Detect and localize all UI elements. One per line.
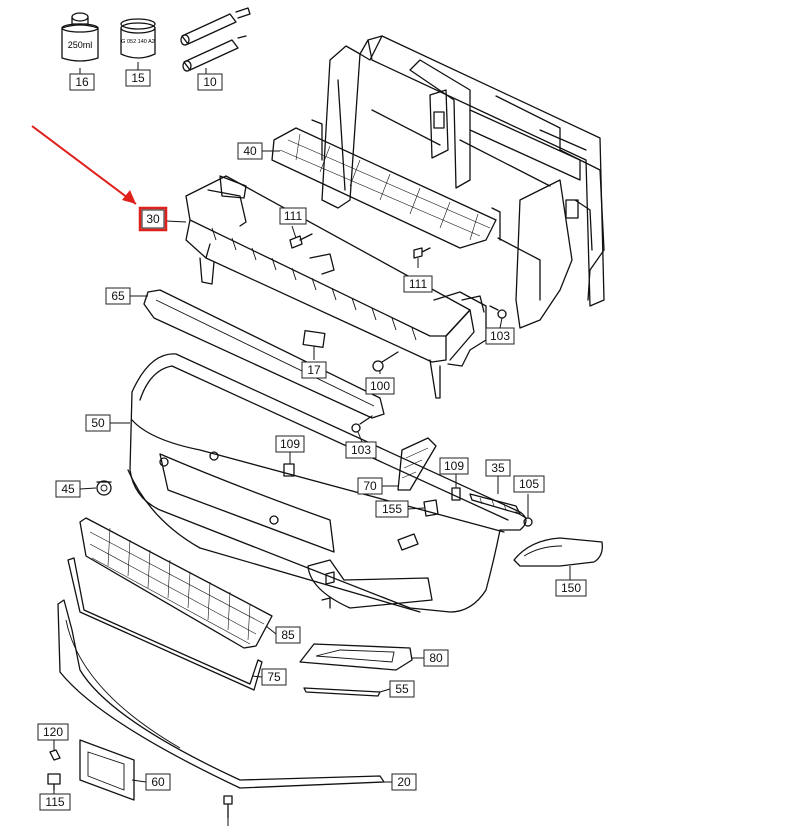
svg-text:75: 75 (267, 670, 281, 684)
license-plate-holder (79, 739, 135, 801)
svg-text:155: 155 (382, 502, 402, 516)
label-105: 105 (513, 475, 545, 493)
label-85: 85 (275, 626, 301, 644)
svg-text:30: 30 (146, 212, 160, 226)
label-150: 150 (555, 579, 587, 597)
label-70: 70 (357, 477, 383, 495)
label-65: 65 (105, 287, 131, 305)
bolt-103-lower (351, 415, 373, 433)
label-35: 35 (485, 459, 511, 477)
side-bracket (397, 437, 437, 491)
bottom-screw (223, 795, 233, 819)
svg-text:109: 109 (444, 459, 464, 473)
bumper-reinforcement (185, 175, 487, 399)
repair-tubes (180, 7, 251, 72)
label-109-left: 109 (275, 435, 305, 453)
bolt-111-left (289, 233, 313, 249)
lock-carrier (321, 35, 605, 329)
fog-lamp-grille (299, 643, 413, 671)
side-guide (469, 493, 521, 515)
svg-text:111: 111 (409, 277, 428, 291)
svg-text:103: 103 (490, 329, 510, 343)
label-111-right: 111 (403, 275, 433, 293)
label-15: 15 (125, 69, 151, 87)
svg-text:103: 103 (351, 443, 371, 457)
sealant-tin: G 052 140 A2 (120, 18, 156, 59)
corner-cover (513, 537, 603, 567)
parking-sensor (96, 480, 112, 496)
svg-text:115: 115 (45, 795, 64, 809)
label-60: 60 (145, 773, 171, 791)
grille-trim-strip (67, 557, 263, 691)
svg-text:105: 105 (519, 477, 539, 491)
svg-text:60: 60 (151, 775, 165, 789)
label-103-upper: 103 (485, 327, 515, 345)
svg-text:70: 70 (363, 479, 377, 493)
upper-mesh-grille (271, 119, 501, 249)
label-80: 80 (423, 649, 449, 667)
screw-105 (515, 511, 533, 527)
label-50: 50 (85, 414, 111, 432)
svg-text:20: 20 (397, 775, 411, 789)
label-75: 75 (261, 668, 287, 686)
svg-text:55: 55 (395, 682, 409, 696)
label-115: 115 (39, 793, 71, 811)
label-16: 16 (69, 73, 95, 91)
label-55: 55 (389, 680, 415, 698)
highlight-arrow (31, 125, 137, 205)
svg-text:50: 50 (91, 416, 105, 430)
bottle-volume-text: 250ml (68, 40, 93, 50)
chrome-strip (303, 687, 381, 697)
bolt-111-right (413, 247, 431, 259)
sealant-bottle: 250ml (61, 12, 99, 62)
label-10: 10 (197, 73, 223, 91)
svg-text:111: 111 (284, 209, 303, 223)
highlight-box-30 (138, 206, 168, 232)
label-100: 100 (365, 377, 395, 395)
leader-lines (53, 62, 571, 826)
svg-text:10: 10 (203, 75, 217, 89)
svg-text:45: 45 (61, 482, 75, 496)
screw-120 (49, 749, 61, 761)
lower-spoiler (57, 599, 385, 789)
svg-text:15: 15 (131, 71, 145, 85)
lower-grille (79, 517, 273, 649)
svg-text:35: 35 (491, 461, 505, 475)
svg-text:100: 100 (370, 379, 390, 393)
label-103-lower: 103 (345, 441, 377, 459)
label-120: 120 (37, 723, 69, 741)
tin-code-text: G 052 140 A2 (121, 39, 155, 45)
label-109-right: 109 (439, 457, 469, 475)
energy-absorber (143, 289, 385, 419)
svg-text:150: 150 (561, 581, 581, 595)
svg-text:17: 17 (307, 363, 321, 377)
bolt-103-upper (489, 305, 507, 319)
label-45: 45 (55, 480, 81, 498)
reinforcement-pad (302, 330, 326, 348)
svg-text:85: 85 (281, 628, 295, 642)
svg-text:16: 16 (75, 75, 89, 89)
svg-text:65: 65 (111, 289, 125, 303)
bracket-nut (423, 499, 439, 517)
label-40: 40 (237, 142, 263, 160)
svg-text:109: 109 (280, 437, 300, 451)
clip-109-right (451, 487, 461, 501)
svg-text:80: 80 (429, 651, 443, 665)
label-155: 155 (375, 500, 409, 518)
svg-text:120: 120 (43, 725, 63, 739)
bumper-cover (127, 353, 527, 613)
clip-109-left (283, 463, 295, 477)
bolt-100 (372, 351, 399, 372)
label-20: 20 (391, 773, 417, 791)
label-30: 30 (141, 209, 165, 229)
label-17: 17 (301, 361, 327, 379)
svg-text:40: 40 (243, 144, 257, 158)
label-111-left: 111 (279, 207, 307, 225)
